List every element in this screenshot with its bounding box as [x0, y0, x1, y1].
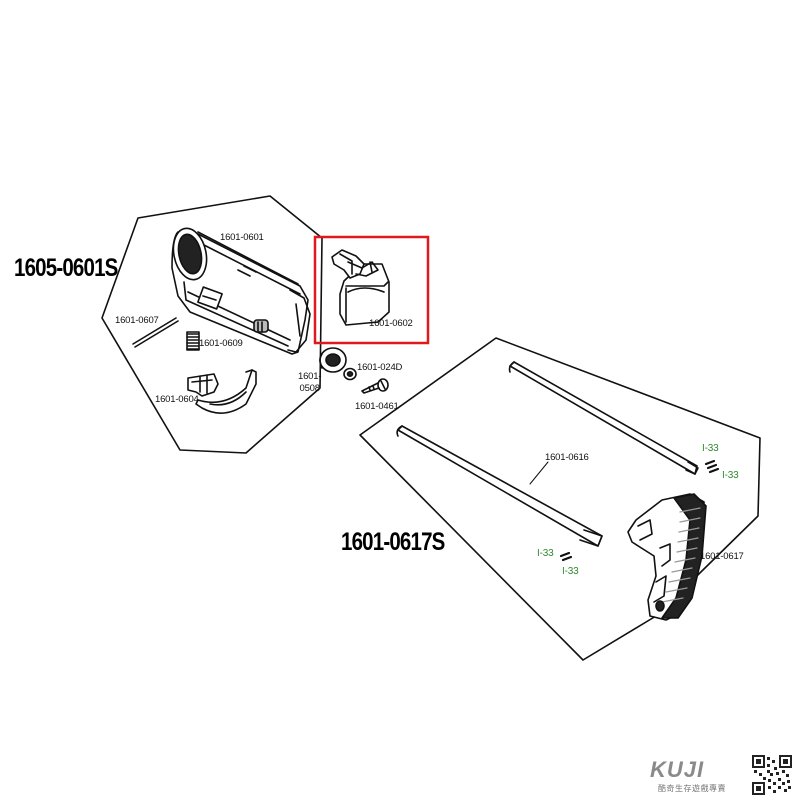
small-pins-upper — [704, 459, 720, 474]
cap-part — [331, 249, 390, 326]
part-label-1601-0617: 1601-0617 — [700, 551, 744, 562]
small-washer-part — [343, 367, 357, 381]
small-pins-lower — [559, 551, 573, 562]
highlight-box — [313, 235, 430, 345]
stock-part — [627, 493, 707, 621]
buffer-tube-assembly-outline — [101, 195, 323, 454]
brand-logo: KUJI — [650, 757, 705, 782]
part-label-1601-0601: 1601-0601 — [220, 232, 264, 243]
part-label-1601-0616: 1601-0616 — [545, 452, 589, 463]
part-label-1601-0604: 1601-0604 — [155, 394, 199, 405]
washer-part — [319, 347, 347, 373]
rod-part-lower — [396, 425, 603, 547]
pin-label-i33: I-33 — [537, 548, 554, 559]
part-label-1601-024d: 1601-024D — [357, 362, 403, 373]
assembly-label-buffer-tube: 1605-0601S — [14, 254, 118, 282]
pin-label-i33: I-33 — [562, 566, 579, 577]
leader-0616 — [529, 461, 549, 485]
brand-tagline: 酷奇生存遊戲專賣 — [658, 784, 726, 793]
brand-watermark: KUJI 酷奇生存遊戲專賣 — [650, 757, 745, 795]
latch-part — [187, 369, 257, 414]
part-label-1601-0602: 1601-0602 — [369, 318, 413, 329]
screw-part — [361, 378, 389, 394]
buffer-tube-part — [171, 227, 311, 355]
pin-rod-part — [132, 317, 179, 348]
qr-code — [752, 755, 792, 795]
part-label-1601-0508-top: 1601- — [298, 371, 322, 382]
rod-part-upper — [508, 361, 699, 475]
part-label-1601-0609: 1601-0609 — [199, 338, 243, 349]
assembly-label-stock: 1601-0617S — [341, 528, 445, 556]
spring-part — [186, 331, 200, 351]
part-label-1601-0508-bottom: 0508 — [299, 382, 320, 394]
stock-assembly-outline — [359, 337, 761, 661]
part-label-1601-0461: 1601-0461 — [355, 401, 399, 412]
part-label-1601-0607: 1601-0607 — [115, 315, 159, 326]
pin-label-i33: I-33 — [722, 470, 739, 481]
pin-label-i33: I-33 — [702, 443, 719, 454]
part-label-1601-0508: 1601- 0508 — [298, 371, 322, 394]
